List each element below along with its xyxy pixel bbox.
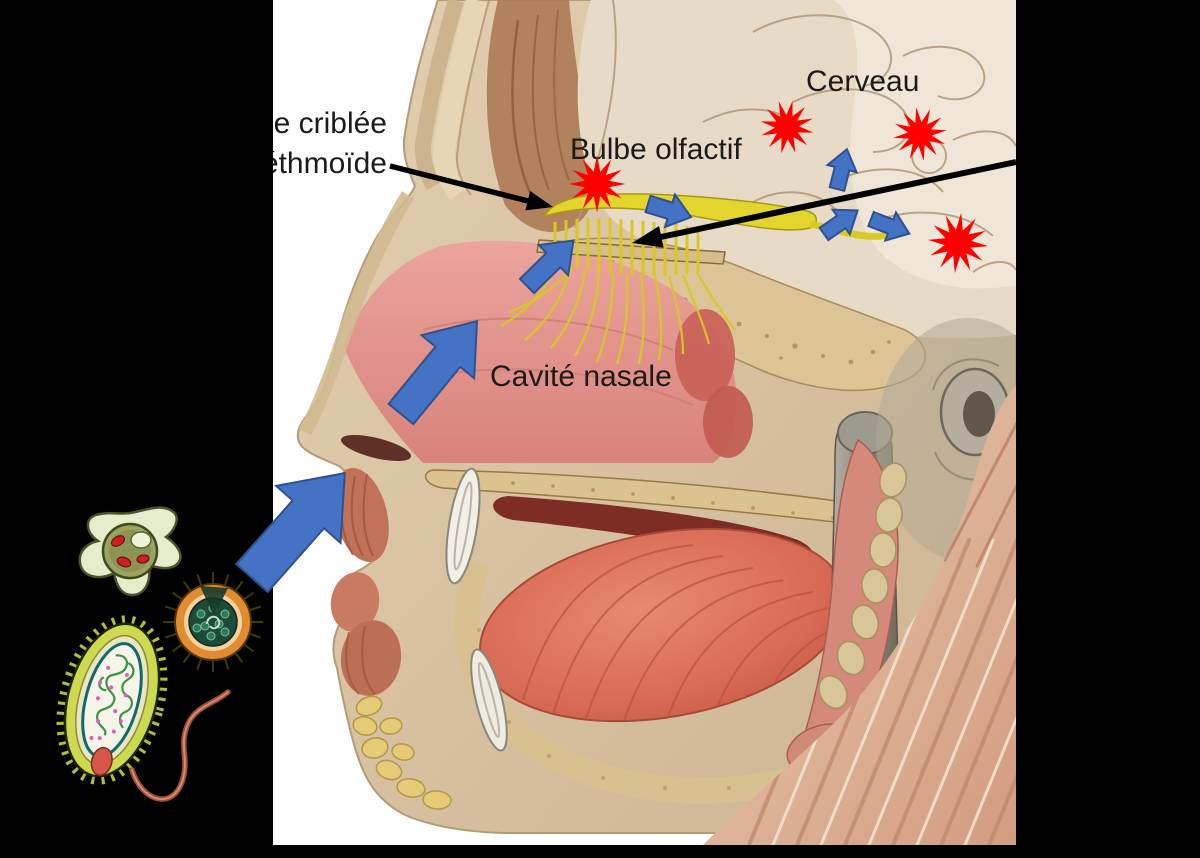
nasal-concha: [675, 309, 735, 401]
label-bulbe-olfactif: Bulbe olfactif: [570, 133, 742, 166]
upper-incisor-tooth: [445, 467, 481, 585]
virus-icon: [163, 572, 263, 672]
pharynx: [782, 438, 908, 792]
chin-fat-lobules: [352, 695, 452, 810]
head-sagittal-illustration: Cerveau Bulbe olfactif e criblée éthmoïd…: [273, 0, 1016, 845]
label-cavite-nasale: Cavité nasale: [490, 360, 672, 393]
label-cerveau: Cerveau: [806, 65, 920, 98]
nasal-dorsum-cartilage: [298, 191, 414, 436]
amoeba-icon: [78, 506, 182, 597]
bacterium-icon: [56, 615, 231, 802]
label-lame-criblee: e criblée éthmoïde: [273, 104, 387, 184]
label-lame-criblee-line2: éthmoïde: [273, 147, 387, 180]
label-lame-criblee-line1: e criblée: [273, 107, 387, 140]
nasopharynx-fold: [703, 386, 753, 458]
flagellum: [129, 689, 231, 802]
lower-incisor-tooth: [470, 648, 508, 752]
